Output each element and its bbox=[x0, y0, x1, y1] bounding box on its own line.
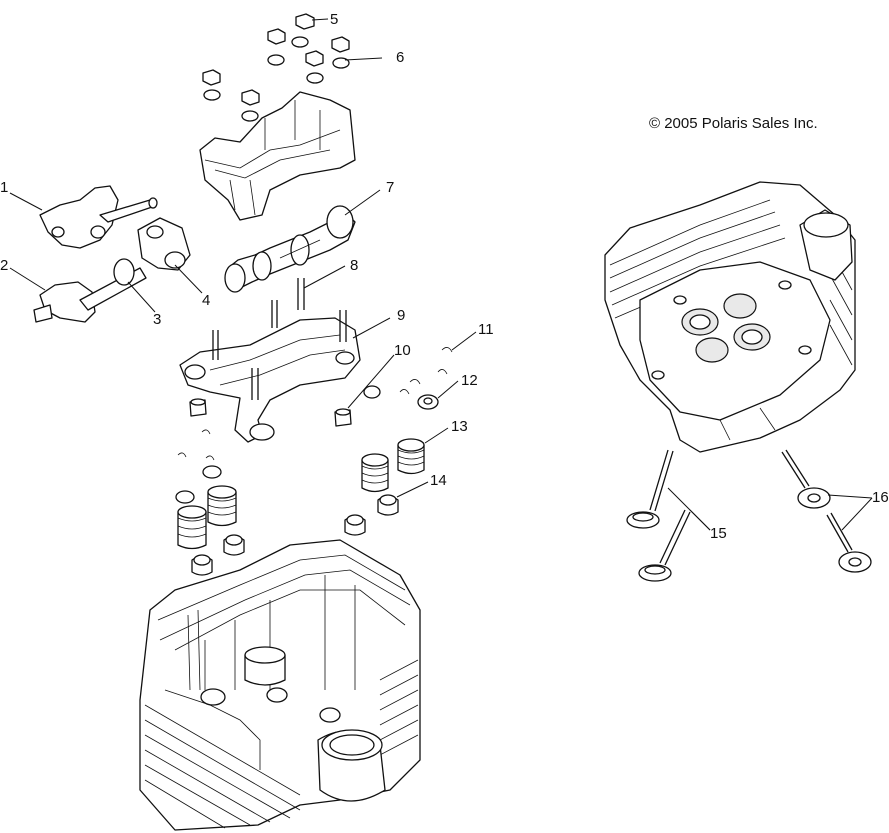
callout-1: 1 bbox=[0, 179, 8, 196]
callout-5: 5 bbox=[330, 11, 338, 28]
callout-4: 4 bbox=[202, 292, 210, 309]
callout-13: 13 bbox=[451, 418, 468, 435]
copyright-text: © 2005 Polaris Sales Inc. bbox=[649, 115, 818, 132]
leader-lines bbox=[9, 18, 873, 531]
callout-8: 8 bbox=[350, 257, 358, 274]
callout-12: 12 bbox=[461, 372, 478, 389]
callout-2: 2 bbox=[0, 257, 8, 274]
rocker-support-bracket bbox=[199, 91, 356, 221]
callout-14: 14 bbox=[430, 472, 447, 489]
valve-rocker-housing bbox=[179, 278, 361, 443]
valve-seals bbox=[191, 494, 399, 576]
callout-10: 10 bbox=[394, 342, 411, 359]
nuts-washers bbox=[202, 13, 350, 122]
keepers-retainers bbox=[175, 347, 453, 504]
rocker-arm-2-shaft bbox=[33, 217, 191, 323]
callout-9: 9 bbox=[397, 307, 405, 324]
valve-caps bbox=[189, 398, 352, 427]
cylinder-head-main bbox=[139, 539, 421, 831]
callout-7: 7 bbox=[386, 179, 394, 196]
rocker-arm-1 bbox=[39, 185, 158, 249]
callout-15: 15 bbox=[710, 525, 727, 542]
valve-springs bbox=[177, 438, 425, 550]
callout-11: 11 bbox=[478, 321, 494, 338]
callout-labels: 1 2 3 4 5 6 7 8 9 10 11 12 13 14 15 16 bbox=[0, 11, 889, 542]
callout-16: 16 bbox=[872, 489, 889, 506]
valves bbox=[626, 449, 872, 582]
callout-3: 3 bbox=[153, 311, 161, 328]
cylinder-head-underside bbox=[604, 181, 856, 453]
callout-6: 6 bbox=[396, 49, 404, 66]
